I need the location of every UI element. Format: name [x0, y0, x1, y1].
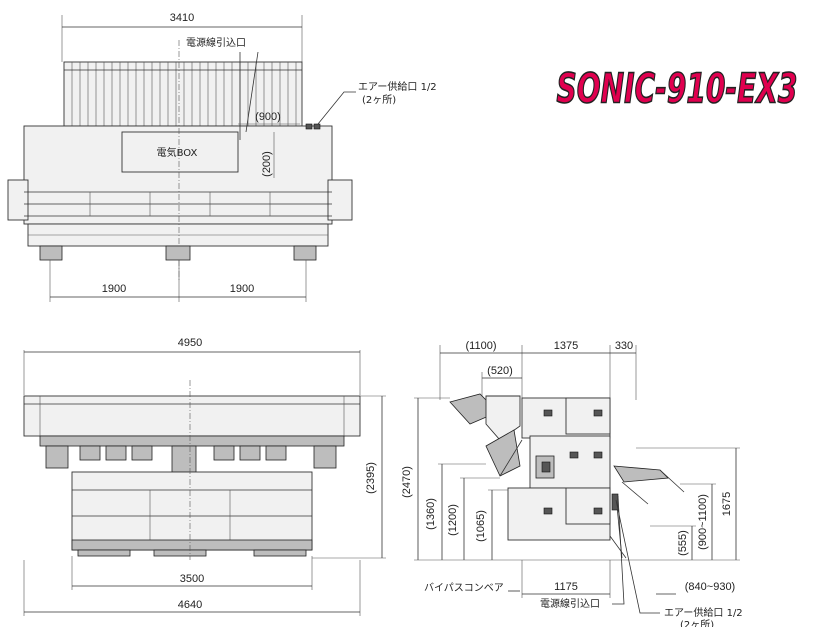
top-air-supply-label: エアー供給口 1/2 — [358, 80, 437, 93]
side-air-supply-label: エアー供給口 1/2 — [664, 606, 743, 619]
electric-box — [121, 131, 239, 173]
front-width-dim: 4950 — [178, 337, 202, 349]
side-dim-1065: (1065) — [475, 510, 487, 542]
side-air-supply-count: (2ヶ所) — [680, 619, 714, 627]
side-dim-900-1100: (900~1100) — [697, 494, 709, 550]
side-dim-1175: 1175 — [554, 581, 578, 593]
top-power-inlet-label: 電源線引込口 — [186, 36, 246, 49]
weigh-heads — [45, 445, 337, 473]
side-dim-1200: (1200) — [447, 504, 459, 536]
side-dim-1100: (1100) — [466, 340, 497, 352]
side-dim-520: (520) — [487, 365, 513, 377]
logo-text: SONIC-910-EX3 — [557, 65, 798, 113]
front-inner-dim: 3500 — [180, 573, 204, 585]
front-height-dim: (2395) — [365, 462, 377, 494]
side-dim-1375: 1375 — [554, 340, 578, 352]
side-view: (1100) 1375 330 (520) (2470 — [401, 340, 743, 627]
front-view: 4950 (2395) — [23, 337, 386, 616]
side-power-inlet-label: 電源線引込口 — [540, 597, 600, 610]
top-air-supply-count: (2ヶ所) — [362, 94, 396, 106]
bypass-conveyor-label: バイパスコンベア — [424, 582, 504, 594]
box-offset-dim: (900) — [255, 111, 281, 123]
side-dim-555: (555) — [677, 530, 689, 556]
side-dim-2470: (2470) — [401, 466, 413, 498]
top-leg-dim-left: 1900 — [102, 283, 126, 295]
side-dim-1360: (1360) — [425, 498, 437, 530]
side-dim-1675: 1675 — [721, 492, 733, 516]
top-width-dim: 3410 — [170, 12, 194, 24]
side-dim-330: 330 — [615, 340, 633, 352]
top-view: 3410 — [7, 12, 437, 302]
front-base-dim: 4640 — [178, 599, 202, 611]
logo: SONIC-910-EX3 — [556, 64, 798, 113]
box-height-dim: (200) — [261, 151, 273, 177]
electric-box-label: 電気BOX — [157, 146, 198, 159]
side-dim-840-930: (840~930) — [685, 581, 735, 593]
top-leg-dim-right: 1900 — [230, 283, 254, 295]
